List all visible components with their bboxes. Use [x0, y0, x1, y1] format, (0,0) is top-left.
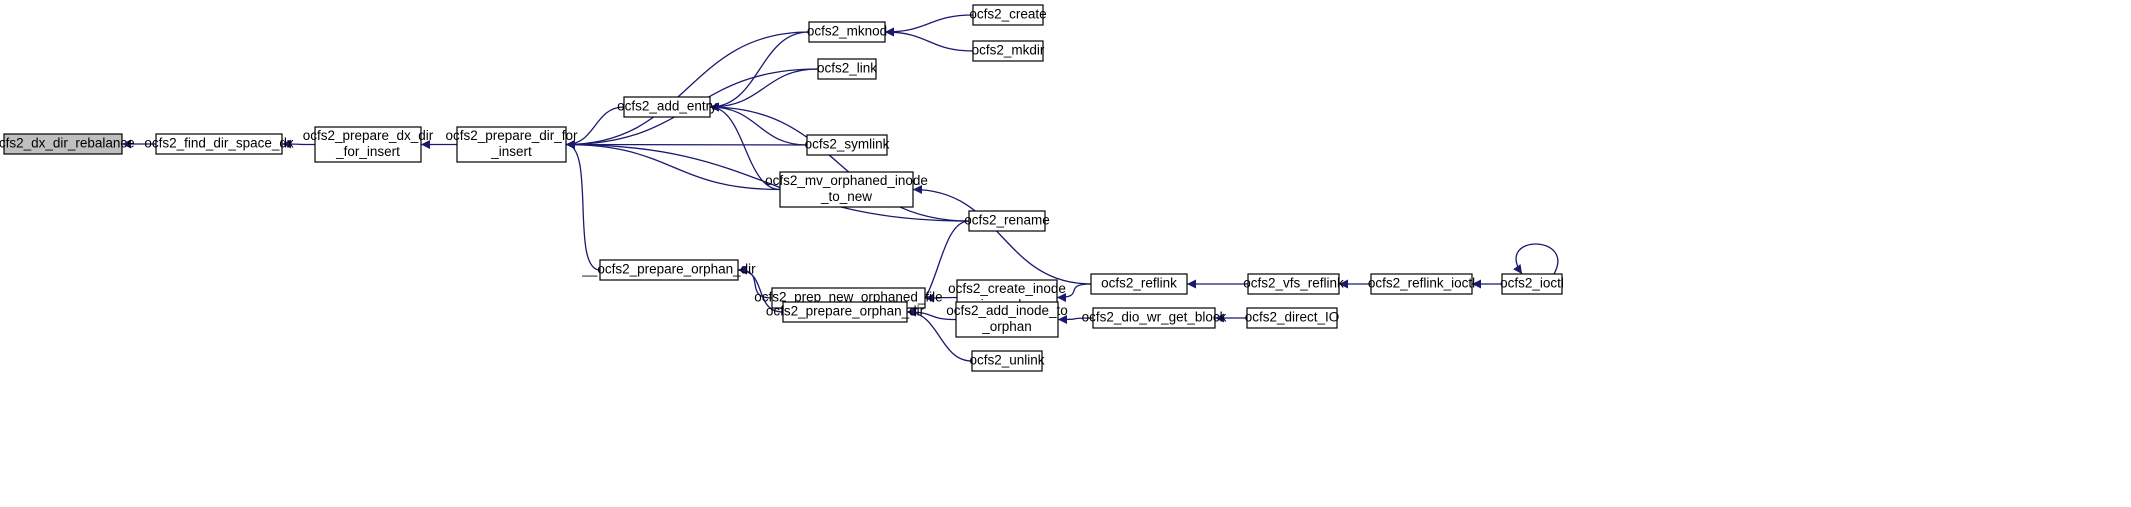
node-label: ocfs2_reflink	[1101, 276, 1177, 291]
node-label: ocfs2_prepare_orphan_dir	[766, 304, 925, 319]
node-box[interactable]	[599, 259, 739, 281]
node-label: ocfs2_add_inode_to	[946, 303, 1068, 318]
node-ocfs2-prepare-orphan-dir[interactable]: ocfs2_prepare_orphan_dir	[766, 301, 925, 323]
node-ocfs2-vfs-reflink[interactable]: ocfs2_vfs_reflink	[1243, 273, 1344, 295]
edge-ocfs2-symlink-to-ocfs2-prepare-dir-for-insert	[565, 140, 808, 150]
node-label: ocfs2_unlink	[969, 353, 1044, 368]
edge-ocfs2-symlink-to-ocfs2-add-entry	[709, 102, 808, 146]
edge-ocfs2-unlink-to-ocfs2-prepare-orphan-dir	[906, 307, 973, 362]
node-ocfs2-unlink[interactable]: ocfs2_unlink	[969, 350, 1045, 372]
node-label: ocfs2_create	[969, 7, 1046, 22]
node-label: ocfs2_prepare_dx_dir	[303, 128, 434, 143]
node-box[interactable]	[1247, 273, 1340, 295]
node-label: ocfs2_ioctl	[1500, 276, 1564, 291]
node-box[interactable]	[314, 126, 422, 163]
node-label: ocfs2_symlink	[805, 137, 890, 152]
node-label: ocfs2_find_dir_space_dx	[144, 136, 294, 151]
node-label: _orphan	[981, 319, 1032, 334]
node-label: ocfs2_mknod	[807, 24, 887, 39]
node-box[interactable]	[782, 301, 908, 323]
node-ocfs2-rename[interactable]: ocfs2_rename	[964, 210, 1050, 232]
node-ocfs2-symlink[interactable]: ocfs2_symlink	[805, 134, 890, 156]
node-ocfs2-add-inode-to-orphan[interactable]: ocfs2_add_inode_to_orphan	[946, 301, 1068, 338]
node-box[interactable]	[1501, 273, 1563, 295]
edge-ocfs2-mkdir-to-ocfs2-mknod	[884, 27, 974, 52]
node-label: ocfs2_reflink_ioctl	[1368, 276, 1475, 291]
node-ocfs2-create[interactable]: ocfs2_create	[969, 4, 1047, 26]
node-label: ocfs2_prepare_dir_for	[445, 128, 578, 143]
node-ocfs2-prepare-orphan-dir[interactable]: __ocfs2_prepare_orphan_dir	[581, 259, 756, 281]
node-label: ocfs2_create_inode	[948, 281, 1066, 296]
node-ocfs2-dio-wr-get-block[interactable]: ocfs2_dio_wr_get_block	[1082, 307, 1227, 329]
edge-ocfs2-mknod-to-ocfs2-prepare-dir-for-insert	[565, 31, 810, 149]
node-ocfs2-add-entry[interactable]: ocfs2_add_entry	[617, 96, 717, 118]
node-box[interactable]	[806, 134, 888, 156]
node-box[interactable]	[623, 96, 711, 118]
node-box[interactable]	[1370, 273, 1473, 295]
node-label: ocfs2_link	[817, 61, 877, 76]
node-label: ocfs2_dio_wr_get_block	[1082, 310, 1227, 325]
node-ocfs2-mknod[interactable]: ocfs2_mknod	[807, 21, 887, 43]
node-ocfs2-dx-dir-rebalance[interactable]: ocfs2_dx_dir_rebalance	[0, 133, 135, 155]
node-box[interactable]	[817, 58, 877, 80]
node-box[interactable]	[971, 350, 1043, 372]
node-ocfs2-mv-orphaned-inode-to-new[interactable]: ocfs2_mv_orphaned_inode_to_new	[765, 171, 928, 208]
node-box[interactable]	[1090, 273, 1188, 295]
node-ocfs2-prepare-dir-for-insert[interactable]: ocfs2_prepare_dir_for_insert	[445, 126, 578, 163]
edge-ocfs2-mv-orphaned-inode-to-new-to-ocfs2-prepare-dir-for-insert	[565, 140, 781, 191]
edge-ocfs2-reflink-to-ocfs2-create-inode-in-orphan	[1056, 283, 1092, 302]
node-box[interactable]	[808, 21, 886, 43]
edge-ocfs2-mv-orphaned-inode-to-new-to-ocfs2-add-entry	[709, 102, 781, 191]
node-label: _insert	[490, 144, 532, 159]
node-ocfs2-prepare-dx-dir-for-insert[interactable]: ocfs2_prepare_dx_dir_for_insert	[303, 126, 434, 163]
node-ocfs2-reflink[interactable]: ocfs2_reflink	[1090, 273, 1188, 295]
node-label: _for_insert	[335, 144, 400, 159]
node-box[interactable]	[1092, 307, 1216, 329]
node-box[interactable]	[972, 4, 1044, 26]
node-label: ocfs2_rename	[964, 213, 1050, 228]
node-label: ocfs2_vfs_reflink	[1243, 276, 1344, 291]
edge-ocfs2-mknod-to-ocfs2-add-entry	[709, 31, 810, 112]
edge-ocfs2-link-to-ocfs2-add-entry	[709, 68, 819, 112]
node-ocfs2-reflink-ioctl[interactable]: ocfs2_reflink_ioctl	[1368, 273, 1475, 295]
node-box[interactable]	[456, 126, 567, 163]
node-box[interactable]	[1246, 307, 1338, 329]
edge-ocfs2-ioctl-to-ocfs2-ioctl	[1513, 243, 1559, 275]
node-box[interactable]	[3, 133, 123, 155]
edge-ocfs2-create-to-ocfs2-mknod	[884, 14, 974, 37]
edge-ocfs2-prepare-dx-dir-for-insert-to-ocfs2-find-dir-space-dx	[281, 139, 316, 149]
edge-ocfs2-create-inode-in-orphan-to-ocfs2-prep-new-orphaned-file	[924, 293, 958, 303]
node-box[interactable]	[779, 171, 914, 208]
node-ocfs2-mkdir[interactable]: ocfs2_mkdir	[972, 40, 1045, 62]
node-label: _to_new	[820, 189, 872, 204]
node-label: ocfs2_mv_orphaned_inode	[765, 173, 928, 188]
node-ocfs2-link[interactable]: ocfs2_link	[817, 58, 877, 80]
edge-ocfs2-dio-wr-get-block-to-ocfs2-add-inode-to-orphan	[1057, 314, 1094, 324]
node-label: __ocfs2_prepare_orphan_dir	[581, 262, 756, 277]
node-box[interactable]	[955, 301, 1059, 338]
edges-layer	[122, 14, 1559, 362]
node-box[interactable]	[968, 210, 1046, 232]
nodes-layer: ocfs2_dx_dir_rebalance ocfs2_find_dir_spa…	[0, 4, 1564, 372]
edge-ocfs2-rename-to-ocfs2-add-entry	[709, 102, 970, 222]
node-ocfs2-find-dir-space-dx[interactable]: ocfs2_find_dir_space_dx	[144, 133, 294, 155]
edge-ocfs2-rename-to-ocfs2-prepare-dir-for-insert	[565, 140, 970, 222]
edge-ocfs2-prepare-orphan-dir-to-ocfs2-prepare-orphan-dir	[737, 265, 784, 313]
node-ocfs2-ioctl[interactable]: ocfs2_ioctl	[1500, 273, 1564, 295]
edge-ocfs2-reflink-to-ocfs2-mv-orphaned-inode-to-new	[912, 185, 1092, 285]
node-label: ocfs2_dx_dir_rebalance	[0, 136, 135, 151]
node-ocfs2-direct-io[interactable]: ocfs2_direct_IO	[1245, 307, 1340, 329]
node-box[interactable]	[155, 133, 283, 155]
node-label: ocfs2_direct_IO	[1245, 310, 1340, 325]
node-label: ocfs2_prep_new_orphaned_file	[754, 290, 942, 305]
node-label: ocfs2_mkdir	[972, 43, 1045, 58]
edge-ocfs2-prepare-orphan-dir-to-ocfs2-prepare-dir-for-insert	[565, 140, 601, 271]
node-box[interactable]	[972, 40, 1044, 62]
node-label: ocfs2_add_entry	[617, 99, 717, 114]
